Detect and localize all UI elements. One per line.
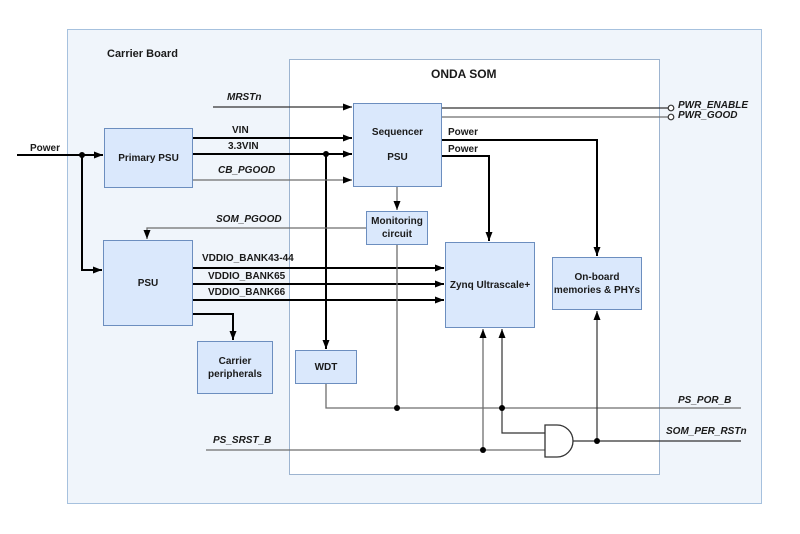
signal-power-to-memories: Power xyxy=(448,127,479,138)
signal-mrstn: MRSTn xyxy=(227,92,262,103)
psu-block: PSU xyxy=(103,240,193,326)
primary-psu-label: Primary PSU xyxy=(118,152,179,164)
zynq-block: Zynq Ultrascale+ xyxy=(445,242,535,328)
primary-psu-block: Primary PSU xyxy=(104,128,193,188)
onboard-memories-block: On-board memories & PHYs xyxy=(552,257,642,310)
signal-ps-srst-b: PS_SRST_B xyxy=(213,435,272,446)
signal-power-to-zynq: Power xyxy=(448,144,479,155)
signal-vddio-bank65: VDDIO_BANK65 xyxy=(208,271,286,282)
signal-som-per-rstn: SOM_PER_RSTn xyxy=(666,426,747,437)
monitoring-circuit-block: Monitoring circuit xyxy=(366,211,428,245)
wdt-label: WDT xyxy=(314,361,338,373)
signal-pwr-enable: PWR_ENABLE xyxy=(678,100,749,111)
signal-vddio-bank66: VDDIO_BANK66 xyxy=(208,287,286,298)
signal-33vin: 3.3VIN xyxy=(228,141,259,152)
signal-vddio-bank43-44: VDDIO_BANK43-44 xyxy=(202,253,294,264)
carrier-board-title: Carrier Board xyxy=(107,48,178,60)
onda-som-title: ONDA SOM xyxy=(431,67,497,81)
monitoring-circuit-label-1: Monitoring xyxy=(371,216,423,227)
sequencer-psu-label-1: Sequencer xyxy=(371,127,424,138)
onboard-memories-label-2: memories & PHYs xyxy=(553,284,641,296)
zynq-label: Zynq Ultrascale+ xyxy=(449,279,531,291)
signal-power-in: Power xyxy=(30,143,61,154)
sequencer-psu-label-2: PSU xyxy=(387,152,408,163)
signal-som-pgood: SOM_PGOOD xyxy=(216,214,282,225)
onboard-memories-label-1: On-board xyxy=(574,271,620,283)
sequencer-psu-block: Sequencer PSU xyxy=(353,103,442,187)
signal-pwr-good: PWR_GOOD xyxy=(678,110,738,121)
signal-vin: VIN xyxy=(232,125,249,136)
psu-label: PSU xyxy=(137,277,159,289)
carrier-peripherals-label-2: peripherals xyxy=(208,368,262,380)
wdt-block: WDT xyxy=(295,350,357,384)
carrier-peripherals-label-1: Carrier xyxy=(218,355,252,367)
signal-cb-pgood: CB_PGOOD xyxy=(218,165,276,176)
signal-ps-por-b: PS_POR_B xyxy=(678,395,732,406)
carrier-peripherals-block: Carrier peripherals xyxy=(197,341,273,394)
monitoring-circuit-label-2: circuit xyxy=(381,229,412,240)
